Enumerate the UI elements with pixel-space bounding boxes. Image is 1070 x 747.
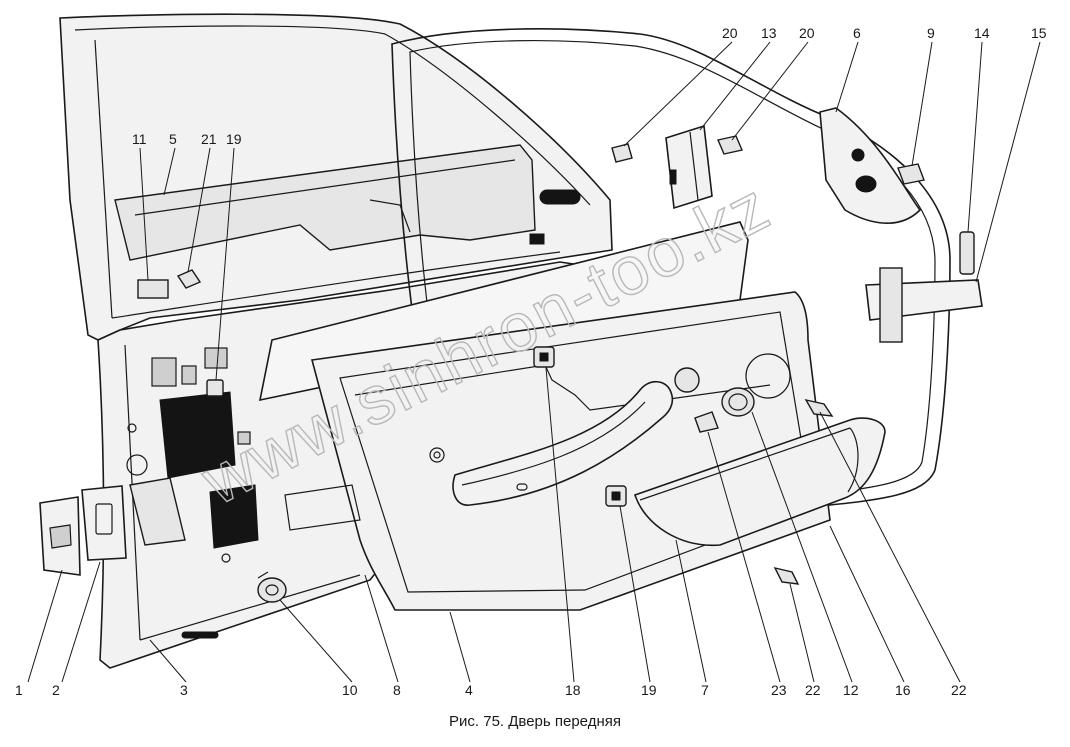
hinges xyxy=(611,124,983,343)
callout-7: 7 xyxy=(701,682,709,698)
callout-23: 23 xyxy=(771,682,787,698)
callout-12: 12 xyxy=(843,682,859,698)
hinge-13 xyxy=(665,124,713,210)
callout-14: 14 xyxy=(974,25,990,41)
mirror-base-6 xyxy=(819,107,922,224)
callout-22-right: 22 xyxy=(951,682,967,698)
lock-gasket-2 xyxy=(81,485,127,561)
door-pocket xyxy=(633,417,886,546)
bolt-20-right xyxy=(717,135,743,155)
figure-caption: Рис. 75. Дверь передняя xyxy=(449,713,621,730)
mirror-base xyxy=(819,107,925,224)
escutcheon-ring xyxy=(721,387,755,417)
bolt-20-left xyxy=(611,143,633,163)
lock-plates xyxy=(39,477,186,576)
armrest-handle xyxy=(452,380,674,506)
callout-6: 6 xyxy=(853,25,861,41)
striker-bracket xyxy=(129,477,186,546)
inner-belt-strip xyxy=(114,144,536,261)
screw-22-right xyxy=(804,398,834,417)
screw-21 xyxy=(176,269,202,289)
callout-4: 4 xyxy=(465,682,473,698)
callout-9: 9 xyxy=(927,25,935,41)
screw-23 xyxy=(694,411,719,433)
callout-3: 3 xyxy=(180,682,188,698)
callout-18: 18 xyxy=(565,682,581,698)
callout-5: 5 xyxy=(169,131,177,147)
callout-13: 13 xyxy=(761,25,777,41)
clip-11 xyxy=(137,279,169,299)
panel-opening-lower xyxy=(209,484,259,549)
fasteners xyxy=(176,269,834,603)
callout-19-top: 19 xyxy=(226,131,242,147)
leader-lines xyxy=(27,41,1041,683)
callout-19-bottom: 19 xyxy=(641,682,657,698)
callout-1: 1 xyxy=(15,682,23,698)
callout-2: 2 xyxy=(52,682,60,698)
callout-20-right: 20 xyxy=(799,25,815,41)
callout-22-bottom: 22 xyxy=(805,682,821,698)
callout-8: 8 xyxy=(393,682,401,698)
clip-19-left xyxy=(206,379,224,397)
callout-21: 21 xyxy=(201,131,217,147)
callout-11: 11 xyxy=(132,131,147,147)
hinge-pin-14 xyxy=(959,231,975,275)
screw-9 xyxy=(897,163,925,185)
callout-20-left: 20 xyxy=(722,25,738,41)
callout-numbers: 1 2 3 10 8 4 18 19 7 23 22 12 16 22 11 5… xyxy=(15,25,1047,698)
hinge-15-plate xyxy=(879,267,903,343)
panel-opening-1 xyxy=(151,357,177,387)
plug-10 xyxy=(257,577,287,603)
callout-15: 15 xyxy=(1031,25,1047,41)
callout-10: 10 xyxy=(342,682,358,698)
callout-16: 16 xyxy=(895,682,911,698)
screw-22-lower xyxy=(773,566,800,585)
